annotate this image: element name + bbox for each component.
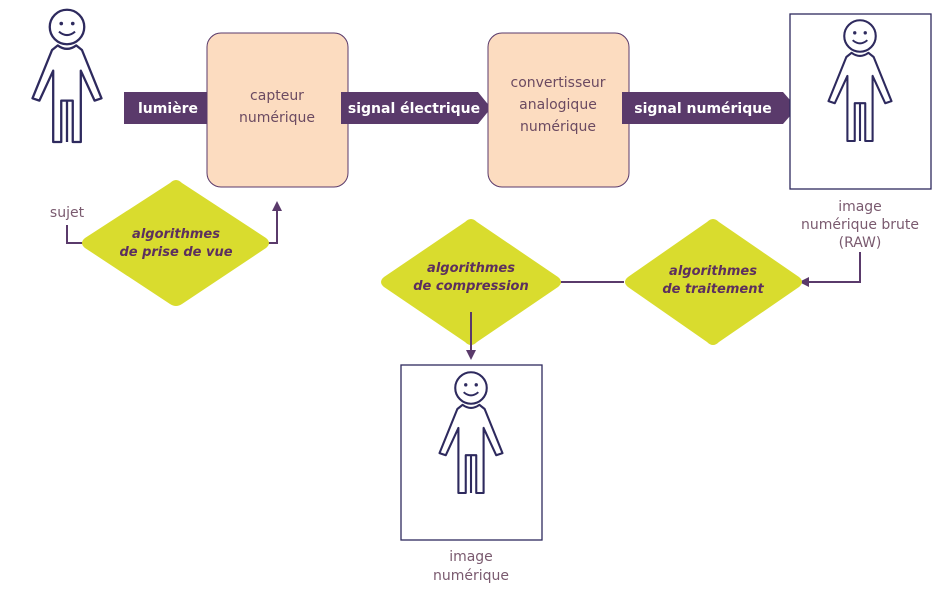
sensor-label-line1: capteur [250,88,304,104]
compression-algorithms-diamond [381,219,561,345]
sensor-label-line2: numérique [239,110,315,126]
converter-label-line1: convertisseur [511,75,606,91]
electric-signal-arrow [341,92,491,124]
digital-signal-label: signal numérique [634,101,771,117]
light-flow-label: lumière [138,101,198,117]
raw-image-label-line2: numérique brute [801,217,919,233]
subject-figure [31,8,103,144]
final-image-label-line1: image [449,549,493,565]
capture-algorithms-diamond [82,180,269,306]
raw-image-label-line3: (RAW) [839,235,882,251]
final-image-label-line2: numérique [433,568,509,584]
processing-algorithms-line2: de traitement [662,282,764,297]
capture-algorithms-line2: de prise de vue [119,245,232,260]
converter-label-line3: numérique [520,119,596,135]
light-flow-arrow [124,92,225,124]
connector-raw-to-processing [799,252,861,287]
processing-algorithms-diamond [625,219,802,345]
digital-signal-arrow [622,92,797,124]
processing-algorithms-line1: algorithmes [669,264,757,279]
compression-algorithms-line2: de compression [413,279,528,294]
raw-image-label-line1: image [838,199,882,215]
converter-label-line2: analogique [519,97,597,113]
subject-label: sujet [50,205,85,221]
compression-algorithms-line1: algorithmes [427,261,515,276]
capture-algorithms-line1: algorithmes [132,227,220,242]
electric-signal-label: signal électrique [348,101,480,117]
